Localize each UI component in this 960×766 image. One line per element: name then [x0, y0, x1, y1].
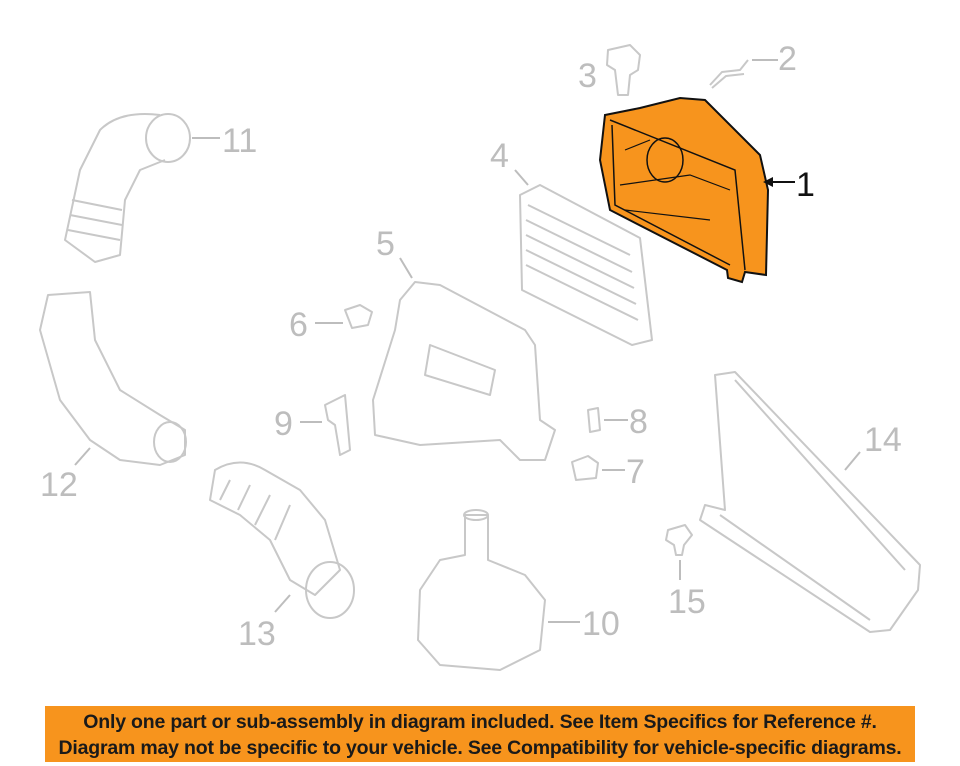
callout-5: 5 — [376, 225, 395, 263]
part-7 — [571, 455, 599, 481]
part-15 — [665, 524, 693, 556]
part-2 — [709, 59, 749, 89]
callout-10: 10 — [582, 605, 620, 643]
callout-3: 3 — [578, 57, 597, 95]
part-9 — [324, 394, 351, 456]
disclaimer-line-2: Diagram may not be specific to your vehi… — [58, 737, 902, 759]
callout-6: 6 — [289, 306, 308, 344]
part-14-cover — [699, 371, 921, 633]
part-4-air-filter — [519, 184, 653, 346]
part-13-hose — [209, 461, 355, 619]
callout-11: 11 — [222, 122, 257, 160]
disclaimer-line-1: Only one part or sub-assembly in diagram… — [83, 711, 877, 733]
part-12-duct — [39, 291, 187, 466]
part-11-hose — [64, 113, 191, 263]
callout-8: 8 — [629, 403, 648, 441]
part-5-lower-housing — [372, 281, 556, 461]
callout-13: 13 — [238, 615, 276, 653]
callout-1: 1 — [796, 166, 815, 204]
part-8 — [587, 407, 601, 433]
callout-9: 9 — [274, 405, 293, 443]
callout-4: 4 — [490, 137, 509, 175]
disclaimer-banner: Only one part or sub-assembly in diagram… — [45, 706, 915, 762]
part-3 — [606, 44, 641, 96]
callout-14: 14 — [864, 421, 902, 459]
callout-7: 7 — [626, 453, 645, 491]
callout-2: 2 — [778, 40, 797, 78]
callout-12: 12 — [40, 466, 78, 504]
part-1-air-cleaner-housing[interactable] — [598, 96, 770, 284]
part-6 — [344, 304, 373, 329]
part-10-resonator — [417, 509, 546, 671]
callout-15: 15 — [668, 583, 706, 621]
